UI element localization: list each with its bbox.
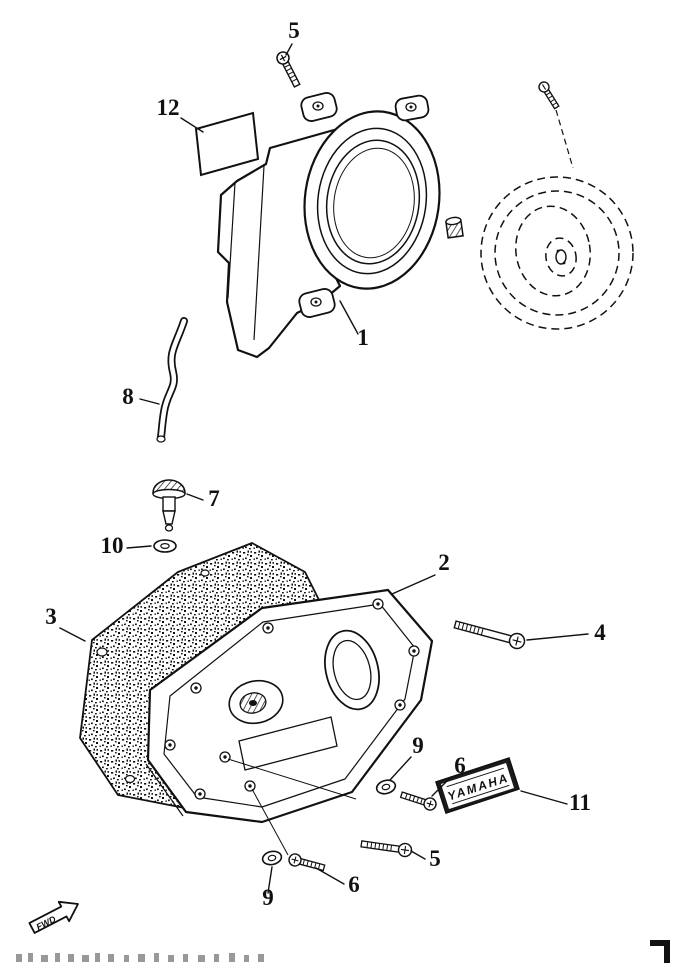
callout-6-mid: 6 xyxy=(454,753,466,778)
mounting-lug-bottom xyxy=(298,288,336,318)
label-plate xyxy=(194,111,260,177)
alignment-line xyxy=(227,758,357,800)
crankcase-cover xyxy=(145,588,434,824)
screw-pan-head xyxy=(276,51,301,88)
screw-pan-head xyxy=(399,791,437,811)
screw-pan-head xyxy=(288,853,326,872)
alignment-line xyxy=(251,788,289,856)
screw-pan-head xyxy=(538,81,560,110)
washer xyxy=(375,779,397,795)
leader-lines xyxy=(59,43,589,894)
callout-7: 7 xyxy=(208,486,220,511)
flywheel-hub-detail xyxy=(555,249,567,265)
callout-5-bottom: 5 xyxy=(429,846,441,871)
callout-11: 11 xyxy=(569,790,591,815)
breather-valve xyxy=(152,479,186,532)
callout-1: 1 xyxy=(357,325,369,350)
callout-9-bottom: 9 xyxy=(262,885,274,910)
callout-6-bottom: 6 xyxy=(348,872,360,897)
leader-line xyxy=(555,109,574,169)
callout-12: 12 xyxy=(157,95,180,120)
print-artifact-marks xyxy=(16,953,264,962)
mounting-lug-top-right xyxy=(394,94,430,122)
fwd-arrow: FWD xyxy=(28,900,79,934)
washer xyxy=(153,539,177,553)
screw-long xyxy=(453,620,526,650)
mounting-lug-top xyxy=(300,92,338,122)
callout-4: 4 xyxy=(594,620,606,645)
callout-9-mid: 9 xyxy=(412,733,424,758)
callout-5-top: 5 xyxy=(288,18,300,43)
screw-holes xyxy=(164,598,420,800)
screw-pan-head xyxy=(360,840,413,858)
callout-10: 10 xyxy=(101,533,124,558)
callout-2: 2 xyxy=(438,550,450,575)
fan-cover xyxy=(216,92,441,359)
page-corner-mark xyxy=(650,940,670,963)
callout-8: 8 xyxy=(122,384,134,409)
breather-tube xyxy=(156,317,188,443)
screw-hole-centers xyxy=(168,602,416,796)
washer xyxy=(261,850,283,866)
yamaha-emblem: YAMAHA xyxy=(435,757,520,814)
spacer-collar xyxy=(445,216,464,239)
callout-3: 3 xyxy=(45,604,57,629)
